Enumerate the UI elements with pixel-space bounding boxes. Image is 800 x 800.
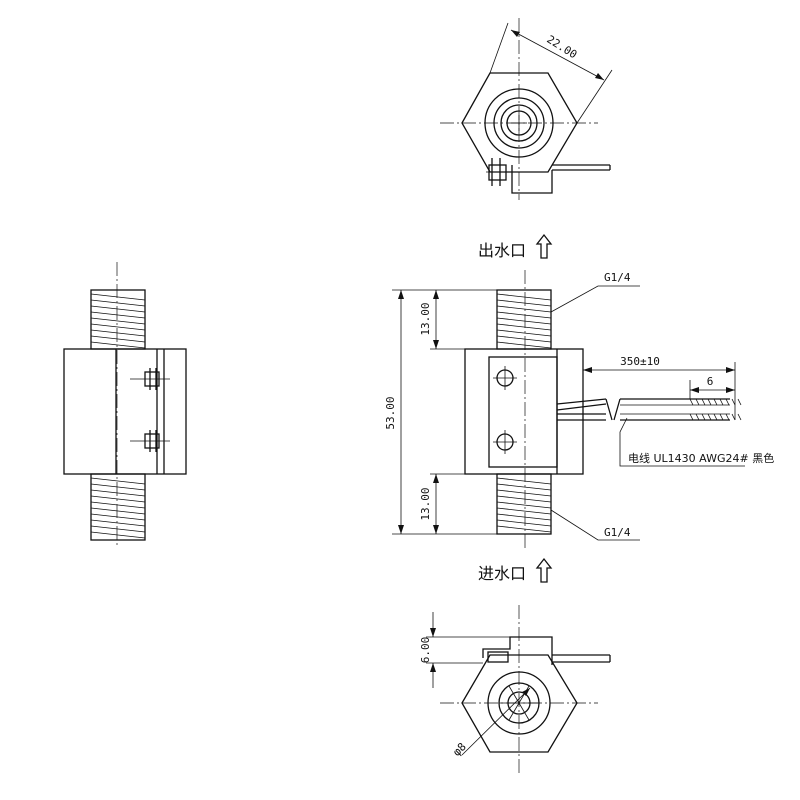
strip-length-dimension: 6 (707, 375, 714, 388)
bore-diameter-dimension: φ8 (450, 740, 469, 759)
arrow-up-icon (535, 233, 553, 259)
outlet-label: 出水口 (478, 241, 526, 260)
bottom-view: 6.00 φ8 (419, 605, 611, 775)
thread-top-label: G1/4 (604, 271, 631, 284)
wire-spec-label: 电线 UL1430 AWG24# 黑色 (628, 451, 774, 465)
arrow-up-icon (535, 557, 553, 583)
cable-length-dimension: 350±10 (620, 355, 660, 368)
inlet-label: 进水口 (478, 564, 526, 583)
top-view: 22.00 (440, 18, 613, 200)
thread-top-length-dimension: 13.00 (419, 302, 432, 335)
total-length-dimension: 53.00 (384, 396, 397, 429)
front-view: 53.00 13.00 13.00 350±10 6 电线 UL1430 AWG… (384, 270, 774, 548)
side-view (63, 262, 187, 545)
tab-height-dimension: 6.00 (419, 637, 432, 664)
thread-bottom-label: G1/4 (604, 526, 631, 539)
thread-bottom-length-dimension: 13.00 (419, 487, 432, 520)
